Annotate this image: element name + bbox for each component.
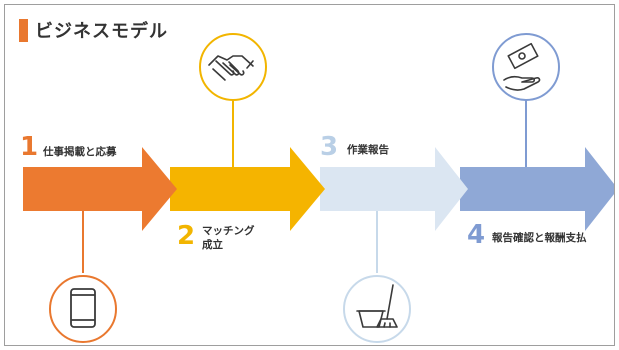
- step-label-4: 報告確認と報酬支払: [492, 232, 587, 244]
- step-number-4: 4: [467, 220, 486, 250]
- title-accent-bar: [19, 19, 28, 42]
- business-model-panel: ビジネスモデル: [4, 4, 615, 346]
- arrow-step-4: [460, 147, 614, 231]
- arrow-step-3: [320, 147, 468, 231]
- step-number-3: 3: [320, 132, 339, 162]
- icon-circle-4: [492, 33, 560, 101]
- money-hand-icon: [503, 42, 541, 91]
- step-label-2-line1: マッチング: [202, 225, 255, 237]
- cleaning-bucket-mop-icon: [356, 284, 398, 328]
- page-title: ビジネスモデル: [35, 21, 168, 42]
- smartphone-icon: [70, 288, 96, 328]
- step-label-1: 仕事掲載と応募: [43, 146, 117, 158]
- icon-circle-1: [49, 275, 117, 343]
- step-label-3: 作業報告: [347, 144, 389, 156]
- flow-diagram: [23, 33, 614, 343]
- step-number-2: 2: [177, 221, 196, 251]
- step-label-2-line2: 成立: [202, 239, 223, 251]
- icon-circle-3: [343, 275, 411, 343]
- handshake-icon: [208, 55, 254, 81]
- step-number-1: 1: [20, 132, 39, 162]
- arrow-step-1: [23, 147, 177, 231]
- arrow-step-2: [170, 147, 325, 231]
